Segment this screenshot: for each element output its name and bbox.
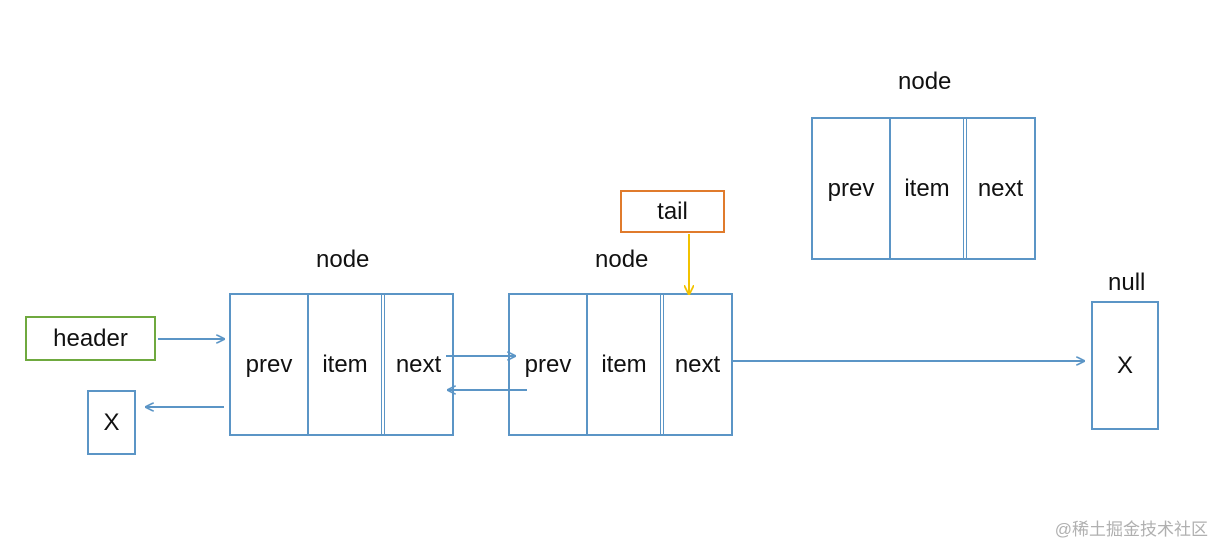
prev-null-box: X — [87, 390, 136, 455]
new-node-next: next — [963, 119, 1034, 258]
node-2: prev item next — [508, 293, 733, 436]
node-1-item: item — [307, 295, 381, 434]
null-box: X — [1091, 301, 1159, 430]
node-2-next: next — [660, 295, 731, 434]
node-2-prev: prev — [524, 350, 572, 378]
node-2-label: node — [595, 246, 649, 273]
new-node-label: node — [898, 68, 952, 95]
tail-box: tail — [620, 190, 725, 233]
new-node-item: item — [889, 119, 963, 258]
node-1-label: node — [316, 246, 370, 273]
node-2-item: item — [586, 295, 660, 434]
node-1-prev: prev — [245, 350, 293, 378]
header-box: header — [25, 316, 156, 361]
node-1-next: next — [381, 295, 452, 434]
null-label: null — [1108, 269, 1146, 296]
node-1: prev item next — [229, 293, 454, 436]
new-node: prev item next — [811, 117, 1036, 260]
watermark: @稀土掘金技术社区 — [1054, 520, 1208, 539]
new-node-prev: prev — [827, 174, 875, 202]
